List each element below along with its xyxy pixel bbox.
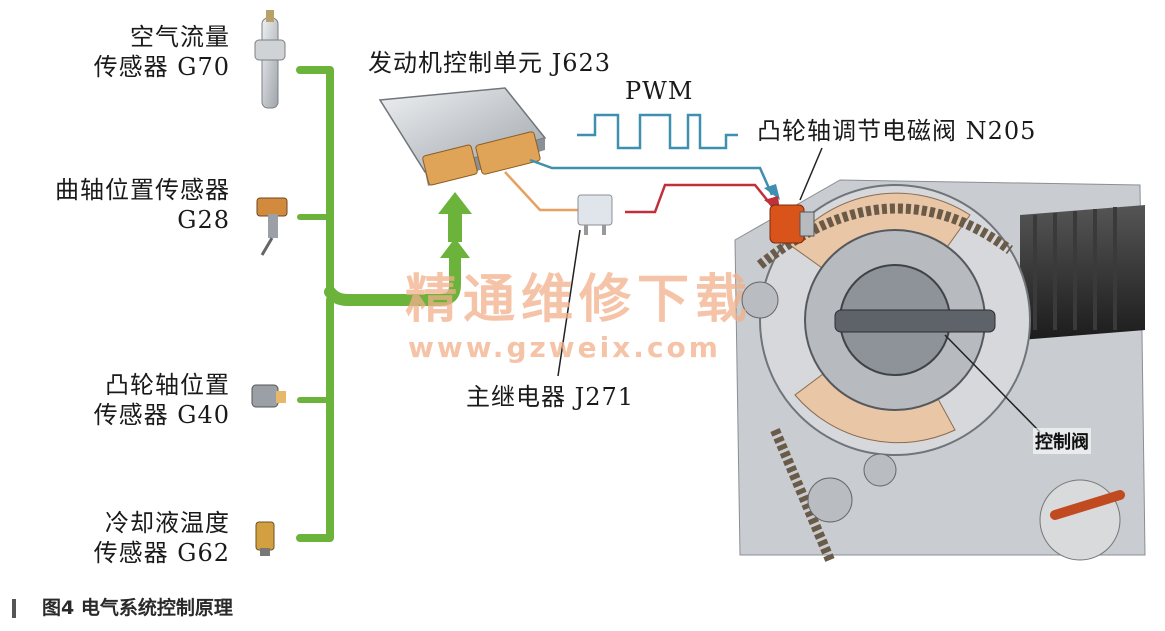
- watermark-url: www.gzweix.com: [408, 331, 721, 364]
- signal-arrow-up: [438, 192, 472, 258]
- figure-caption: 图4 电气系统控制原理: [42, 597, 233, 619]
- power-supply-line: [625, 183, 773, 214]
- sensor-signal-bus: [296, 66, 461, 542]
- relay-pointer-line: [557, 229, 581, 377]
- pwm-waveform: [577, 113, 738, 150]
- pwm-control-line: [529, 158, 774, 196]
- maf-sensor-label-line1: 空气流量: [130, 23, 230, 51]
- ecu-image: [378, 87, 547, 186]
- solenoid-pointer-line: [799, 147, 823, 201]
- main-relay-image: [577, 194, 613, 235]
- relay-control-line: [504, 171, 580, 212]
- coolant-sensor-label-line2: 传感器 G62: [93, 539, 230, 567]
- cam-sensor-label-line2: 传感器 G40: [93, 401, 230, 429]
- crank-sensor-label: 曲轴位置传感器 G28: [20, 175, 230, 235]
- watermark-text: 精通维修下载: [405, 270, 754, 330]
- coolant-sensor-label-line1: 冷却液温度: [105, 509, 230, 537]
- maf-sensor-label-line2: 传感器 G70: [93, 53, 230, 81]
- maf-sensor-image: [254, 10, 286, 109]
- control-valve-label: 控制阀: [1033, 428, 1091, 454]
- cam-sensor-label-line1: 凸轮轴位置: [105, 371, 230, 399]
- pwm-label: PWM: [625, 77, 694, 105]
- caption-bar: [12, 599, 16, 618]
- ecu-label: 发动机控制单元 J623: [368, 49, 612, 77]
- crank-sensor-label-line1: 曲轴位置传感器: [55, 176, 230, 204]
- camshaft-solenoid-n205-image: [769, 204, 815, 244]
- crank-sensor-image: [256, 197, 288, 256]
- engine-camshaft-section-image: [734, 179, 1146, 562]
- cam-sensor-label: 凸轮轴位置 传感器 G40: [70, 370, 230, 430]
- solenoid-label: 凸轮轴调节电磁阀 N205: [757, 117, 1037, 145]
- control-valve-pointer-line: [944, 334, 1041, 433]
- coolant-sensor-label: 冷却液温度 传感器 G62: [70, 508, 230, 568]
- cam-sensor-image: [251, 384, 286, 408]
- relay-label: 主继电器 J271: [466, 383, 635, 411]
- maf-sensor-label: 空气流量 传感器 G70: [70, 22, 230, 82]
- pwm-line-arrowhead: [764, 184, 780, 200]
- coolant-sensor-image: [255, 521, 275, 556]
- crank-sensor-label-line2: G28: [177, 206, 230, 234]
